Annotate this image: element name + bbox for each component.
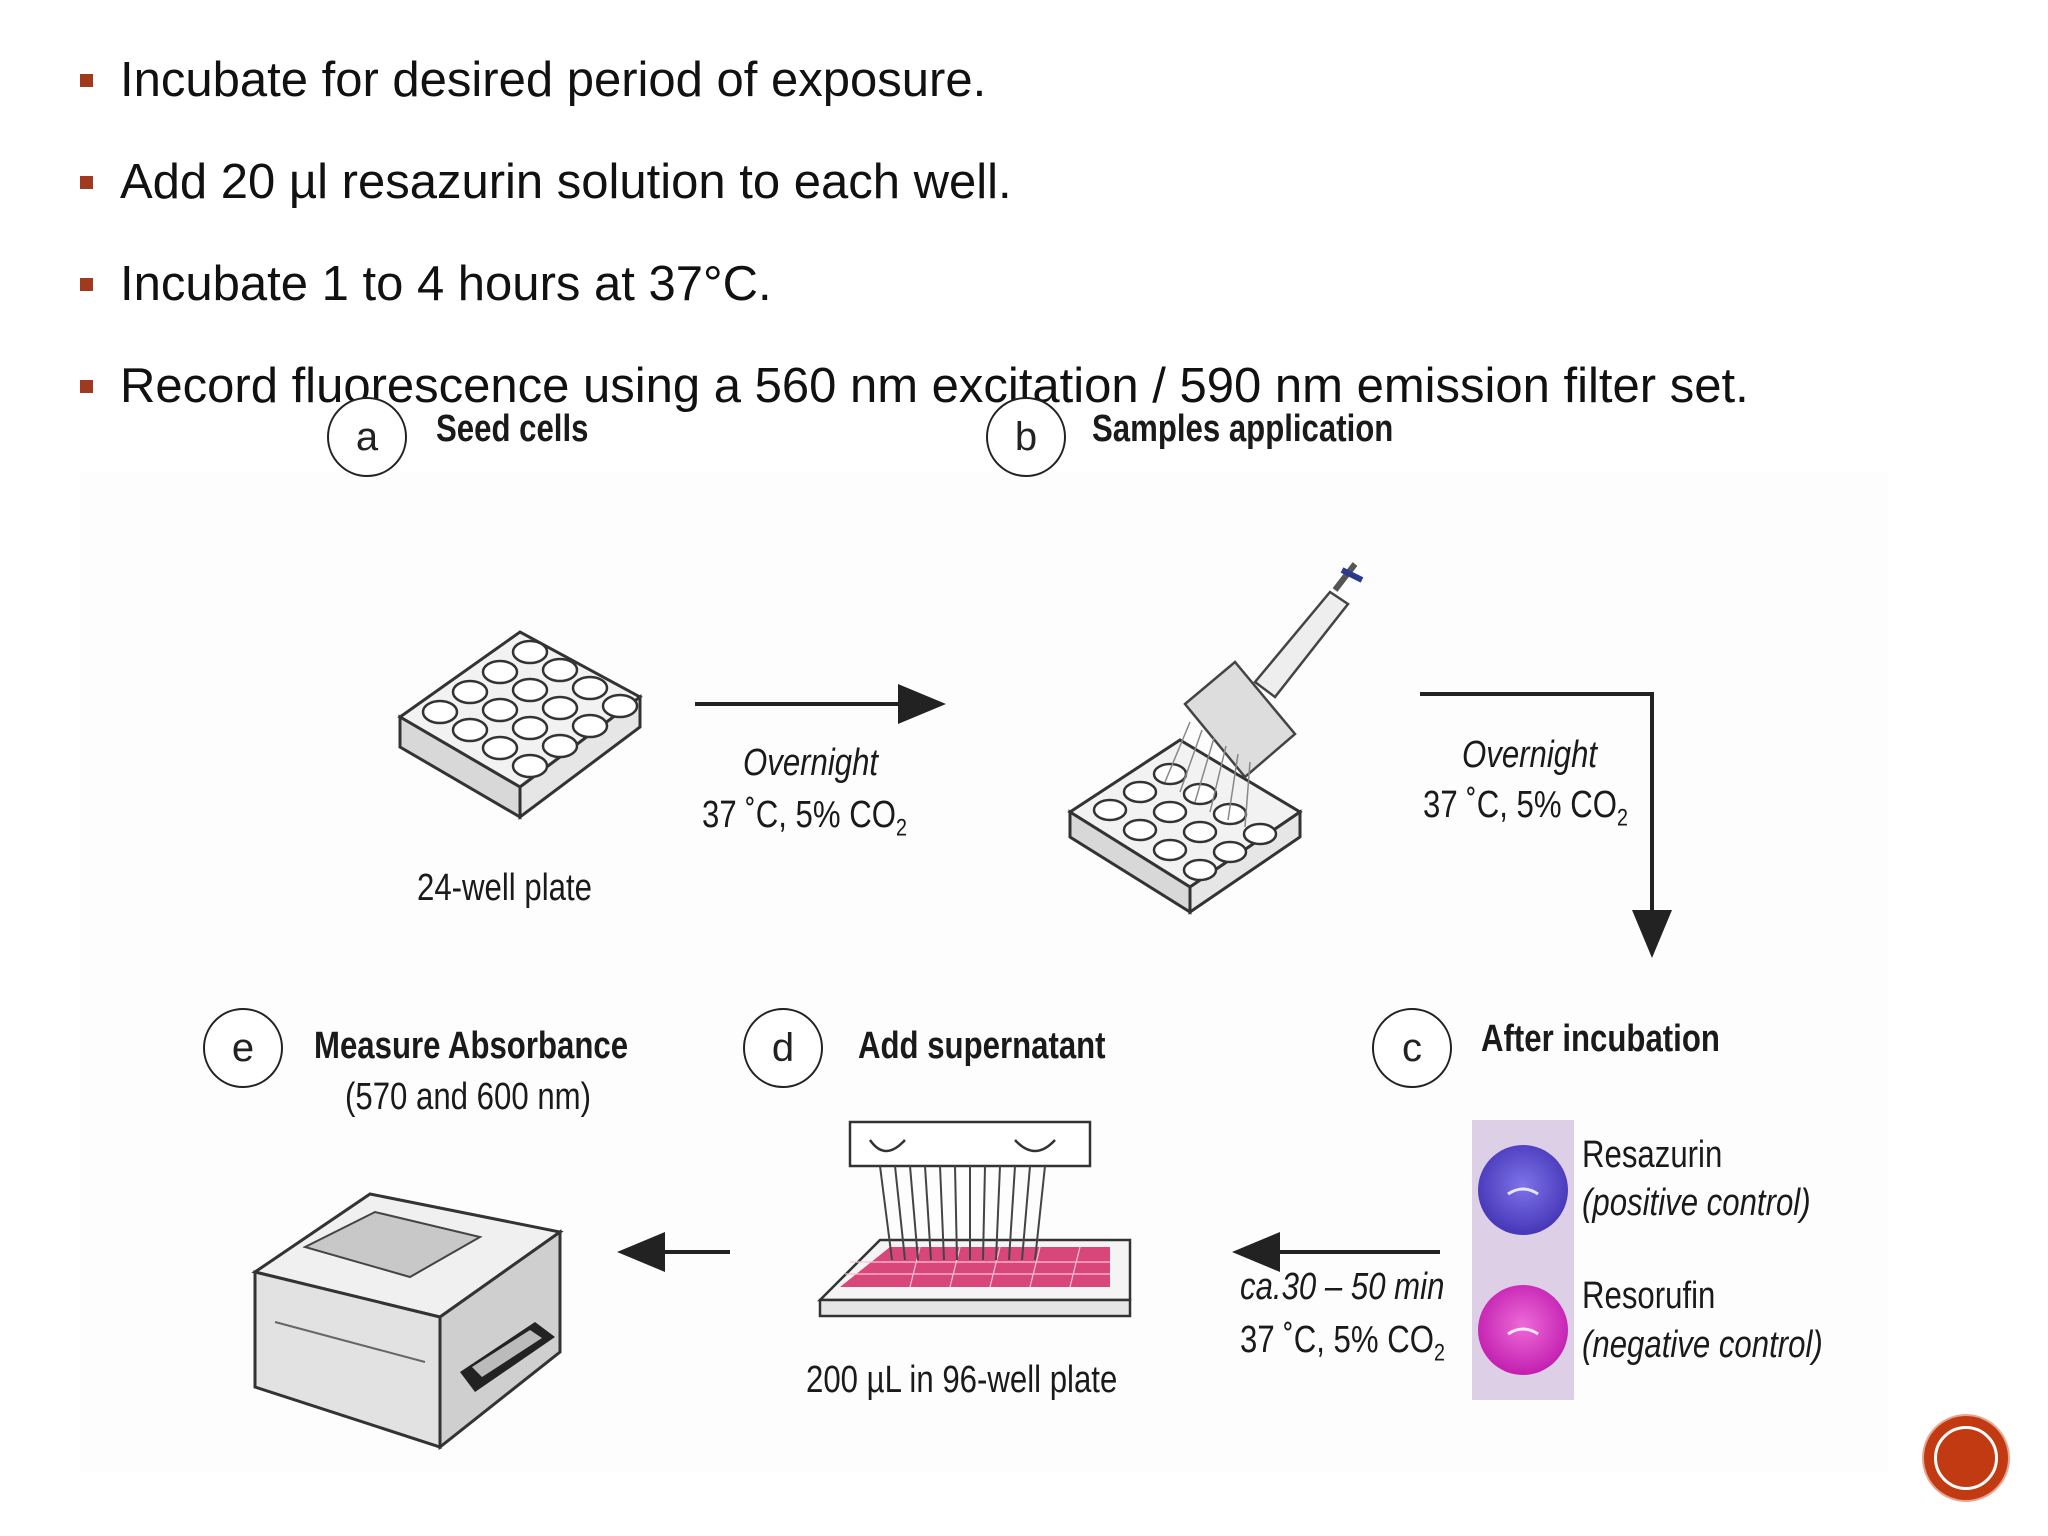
- resazurin-resorufin-wells-image: [1472, 1120, 1574, 1400]
- step-b-title: Samples application: [1092, 408, 1394, 450]
- resazurin-label: Resazurin: [1582, 1134, 1723, 1176]
- step-e-subtitle: (570 and 600 nm): [345, 1076, 591, 1118]
- resazurin-note: (positive control): [1582, 1182, 1811, 1224]
- 96-well-plate-multichannel-icon: [816, 1120, 1132, 1318]
- arrow-ab-label-1: Overnight: [743, 742, 879, 784]
- step-d-caption: 200 µL in 96-well plate: [806, 1359, 1118, 1401]
- arrow-b-to-c: [1420, 692, 1672, 958]
- resorufin-note: (negative control): [1582, 1324, 1823, 1366]
- arrow-cd-label-1: ca.30 – 50 min: [1240, 1266, 1445, 1308]
- nav-ring: [1934, 1426, 1998, 1490]
- bullet-item-4: Record fluorescence using a 560 nm excit…: [80, 356, 1749, 416]
- step-e-title: Measure Absorbance: [314, 1025, 629, 1067]
- plate-reader-icon: [251, 1192, 564, 1451]
- step-a-badge: a: [327, 397, 407, 477]
- bullet-item-3: Incubate 1 to 4 hours at 37°C.: [80, 254, 1749, 314]
- bullet-square-icon: [80, 278, 93, 291]
- arrow-ab-label-2: 37 ˚C, 5% CO2: [702, 794, 907, 842]
- step-c-badge: c: [1372, 1008, 1452, 1088]
- workflow-diagram: a b c d e Seed cells Samples application…: [80, 397, 1888, 1472]
- step-a-title: Seed cells: [436, 408, 589, 450]
- step-d-title: Add supernatant: [858, 1025, 1106, 1067]
- workflow-graphics: [251, 562, 1672, 1451]
- circle-nav-icon[interactable]: [1924, 1416, 2008, 1500]
- 24-well-plate-icon: [397, 630, 643, 820]
- step-d-badge: d: [743, 1008, 823, 1088]
- bullet-square-icon: [80, 74, 93, 87]
- bullet-list: Incubate for desired period of exposure.…: [80, 50, 1749, 458]
- step-a-caption: 24-well plate: [417, 867, 592, 909]
- bullet-square-icon: [80, 380, 93, 393]
- plate-with-pipette-icon: [1067, 562, 1364, 915]
- step-b-badge: b: [986, 397, 1066, 477]
- bullet-item-1: Incubate for desired period of exposure.: [80, 50, 1749, 110]
- arrow-bc-label-1: Overnight: [1462, 734, 1598, 776]
- arrow-bc-label-2: 37 ˚C, 5% CO2: [1423, 784, 1628, 832]
- step-e-badge: e: [203, 1008, 283, 1088]
- bullet-square-icon: [80, 176, 93, 189]
- bullet-item-2: Add 20 µl resazurin solution to each wel…: [80, 152, 1749, 212]
- resorufin-label: Resorufin: [1582, 1275, 1716, 1317]
- arrow-cd-label-2: 37 ˚C, 5% CO2: [1240, 1319, 1445, 1367]
- step-c-title: After incubation: [1481, 1018, 1720, 1060]
